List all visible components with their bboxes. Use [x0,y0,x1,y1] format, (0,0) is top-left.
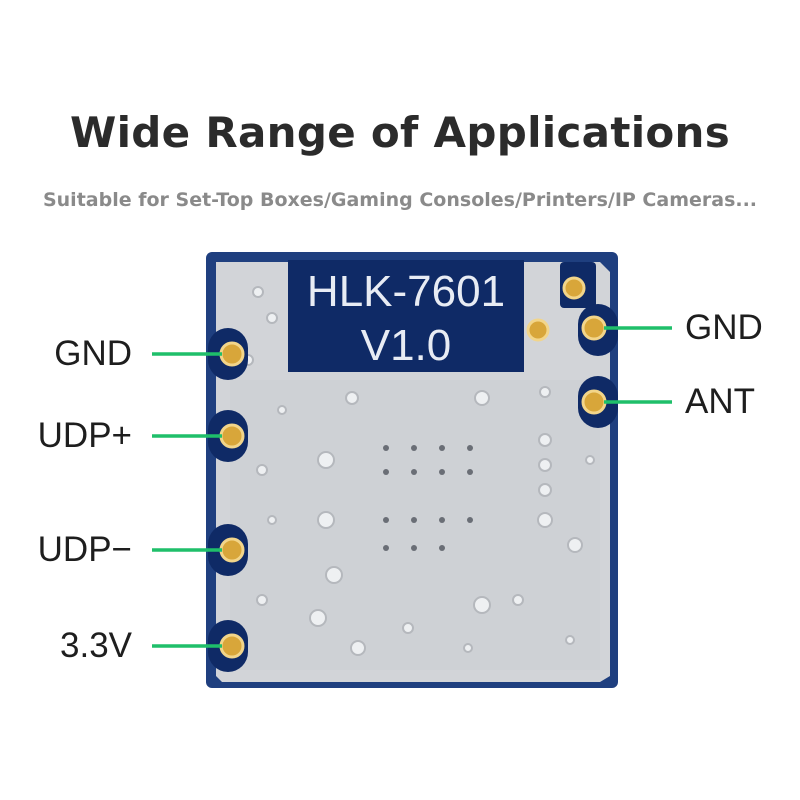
pad-3v3 [219,633,245,659]
right-pads [526,262,618,428]
pin-label-udp-minus: UDP− [37,530,132,569]
module-model-text: HLK-7601 [307,267,505,316]
page-subtitle: Suitable for Set-Top Boxes/Gaming Consol… [42,189,758,211]
shield-holes [242,286,595,656]
pad-ant [581,389,607,415]
page-title: Wide Range of Applications [69,108,731,157]
pad-test-point [526,318,550,342]
pad-udp-plus [219,423,245,449]
module-version-text: V1.0 [361,321,452,370]
pin-label-gnd-left: GND [54,334,132,373]
pin-label-gnd-right: GND [685,308,763,347]
leader-lines [152,326,672,648]
left-pads [208,328,248,672]
via-dots [383,445,473,551]
pin-label-udp-plus: UDP+ [37,416,132,455]
pin-label-ant: ANT [685,382,755,421]
pad-gnd-left [219,341,245,367]
pad-gnd-right [581,315,607,341]
pin-label-3v3: 3.3V [60,626,132,665]
label-panel [288,260,524,372]
pad-udp-minus [219,537,245,563]
pad-top-right [562,276,586,300]
